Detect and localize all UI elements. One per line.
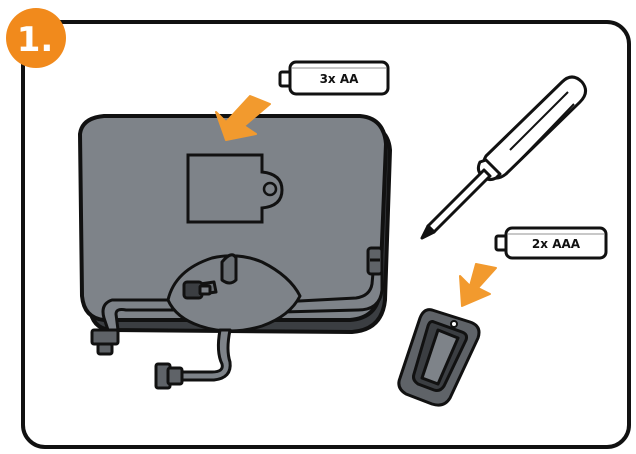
screwdriver-icon bbox=[420, 75, 587, 240]
screw-hole-icon bbox=[262, 181, 278, 197]
battery-compartment-cover bbox=[186, 153, 284, 224]
device-panel bbox=[77, 114, 393, 335]
insert-arrow-panel-icon bbox=[215, 95, 271, 141]
remote-control bbox=[397, 308, 481, 407]
battery-aaa-label: 2x AAA bbox=[532, 237, 581, 251]
battery-aaa-icon: 2x AAA bbox=[494, 226, 608, 260]
remote-screw-icon bbox=[450, 320, 458, 328]
buckle-center bbox=[182, 280, 212, 300]
step-number: 1. bbox=[17, 20, 54, 60]
battery-aa-label: 3x AA bbox=[320, 72, 360, 86]
buckle-right bbox=[366, 246, 384, 276]
battery-aa-icon: 3x AA bbox=[278, 60, 390, 96]
buckle-bottom bbox=[154, 362, 184, 390]
step-number-badge: 1. bbox=[6, 8, 66, 68]
insert-arrow-remote-icon bbox=[459, 263, 497, 307]
buckle-left bbox=[90, 328, 120, 356]
